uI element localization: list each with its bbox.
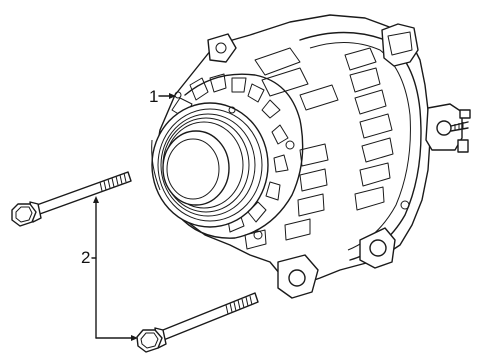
callout-number-part-1: 1 xyxy=(149,87,159,106)
callout-1-leader xyxy=(158,93,176,99)
mounting-ear-lower xyxy=(277,254,319,299)
terminal-stud xyxy=(425,103,471,153)
housing-vents xyxy=(244,47,394,250)
callout-2-leader xyxy=(91,196,138,341)
bolt-icon xyxy=(11,171,132,227)
alternator-icon xyxy=(151,14,471,299)
callout-number-part-2: 2 xyxy=(81,248,91,267)
pulley xyxy=(151,102,269,228)
connector-block xyxy=(381,23,419,67)
mounting-ear-upper xyxy=(207,33,237,63)
bolt-icon xyxy=(136,292,259,353)
front-fan xyxy=(167,73,289,233)
mounting-ear-rear xyxy=(359,227,396,269)
